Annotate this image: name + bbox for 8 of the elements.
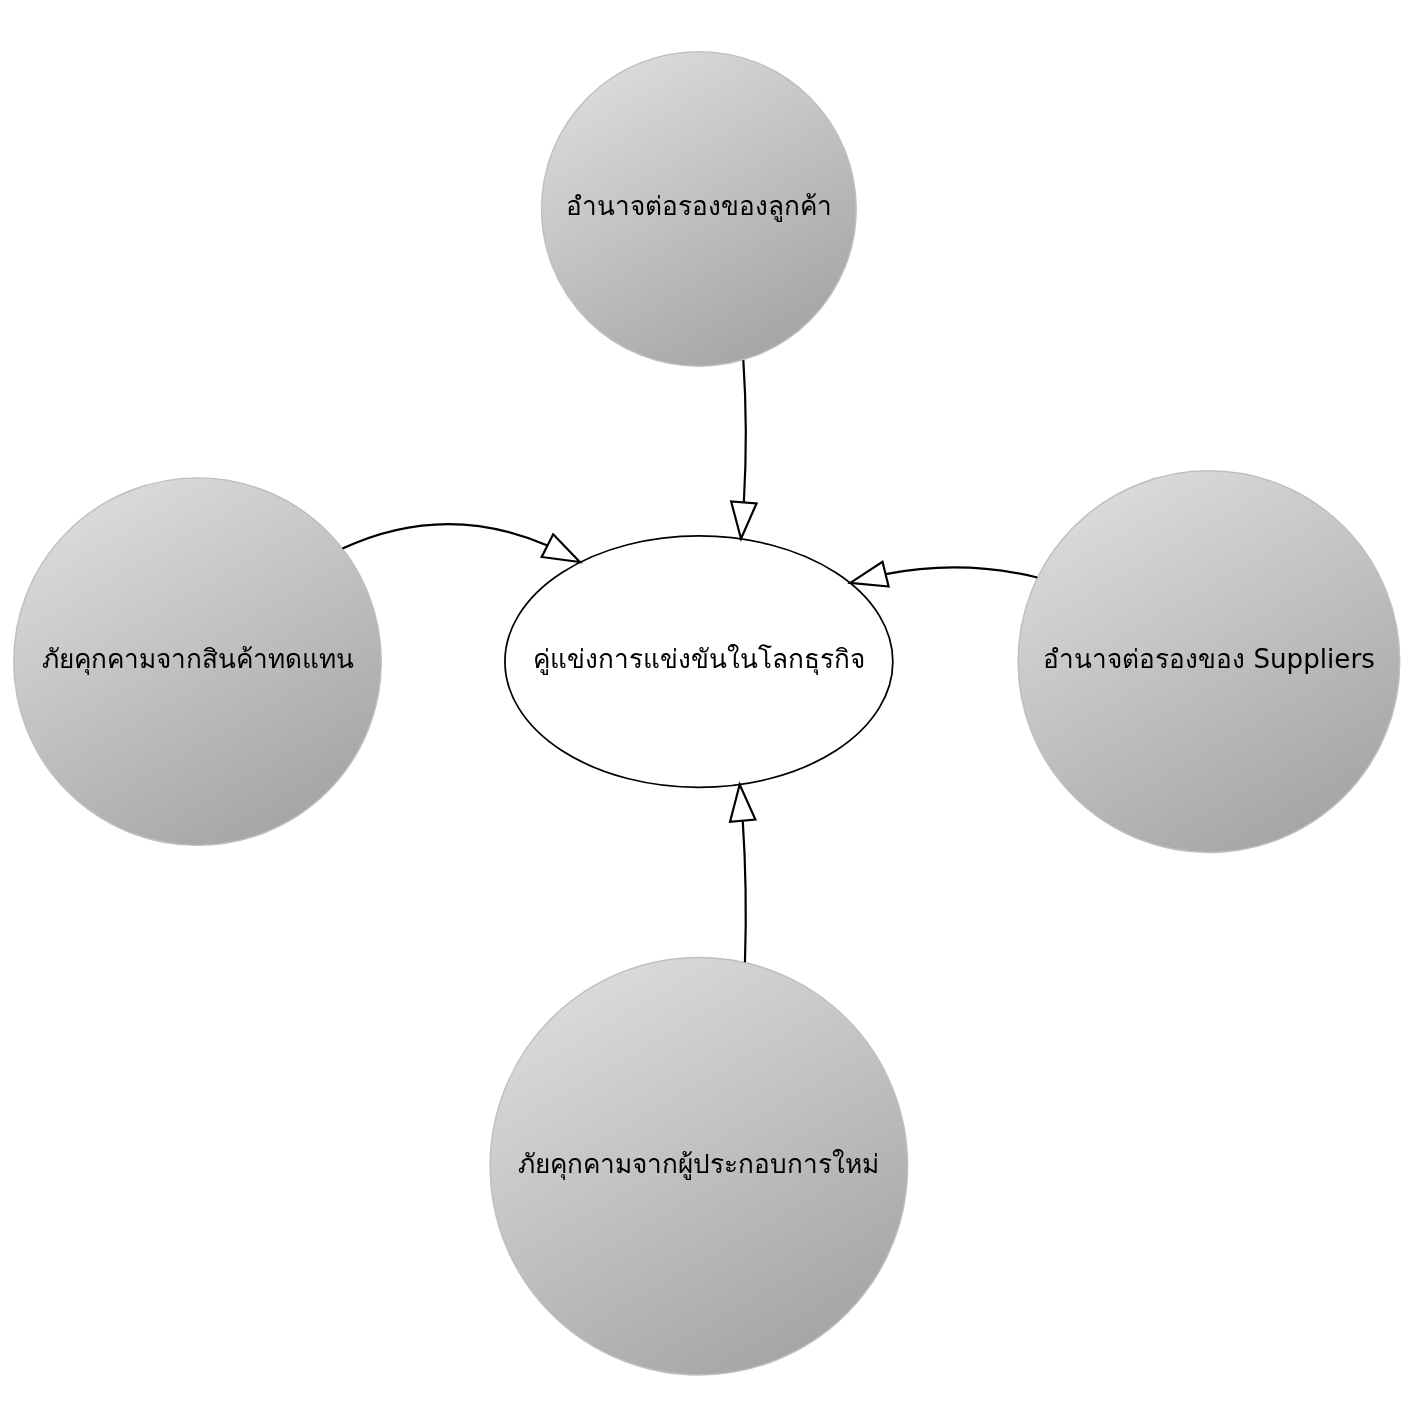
arrow <box>729 360 759 542</box>
arrow <box>847 560 1038 588</box>
arrow <box>342 523 583 564</box>
node-circle: ภัยคุกคามจากผู้ประกอบการใหม่ <box>489 956 909 1376</box>
arrow <box>728 781 758 963</box>
node-circle: ภัยคุกคามจากสินค้าทดแทน <box>13 477 383 847</box>
node-circle: อำนาจต่อรองของ Suppliers <box>1017 470 1401 854</box>
node-circle: อำนาจต่อรองของลูกค้า <box>540 50 857 367</box>
